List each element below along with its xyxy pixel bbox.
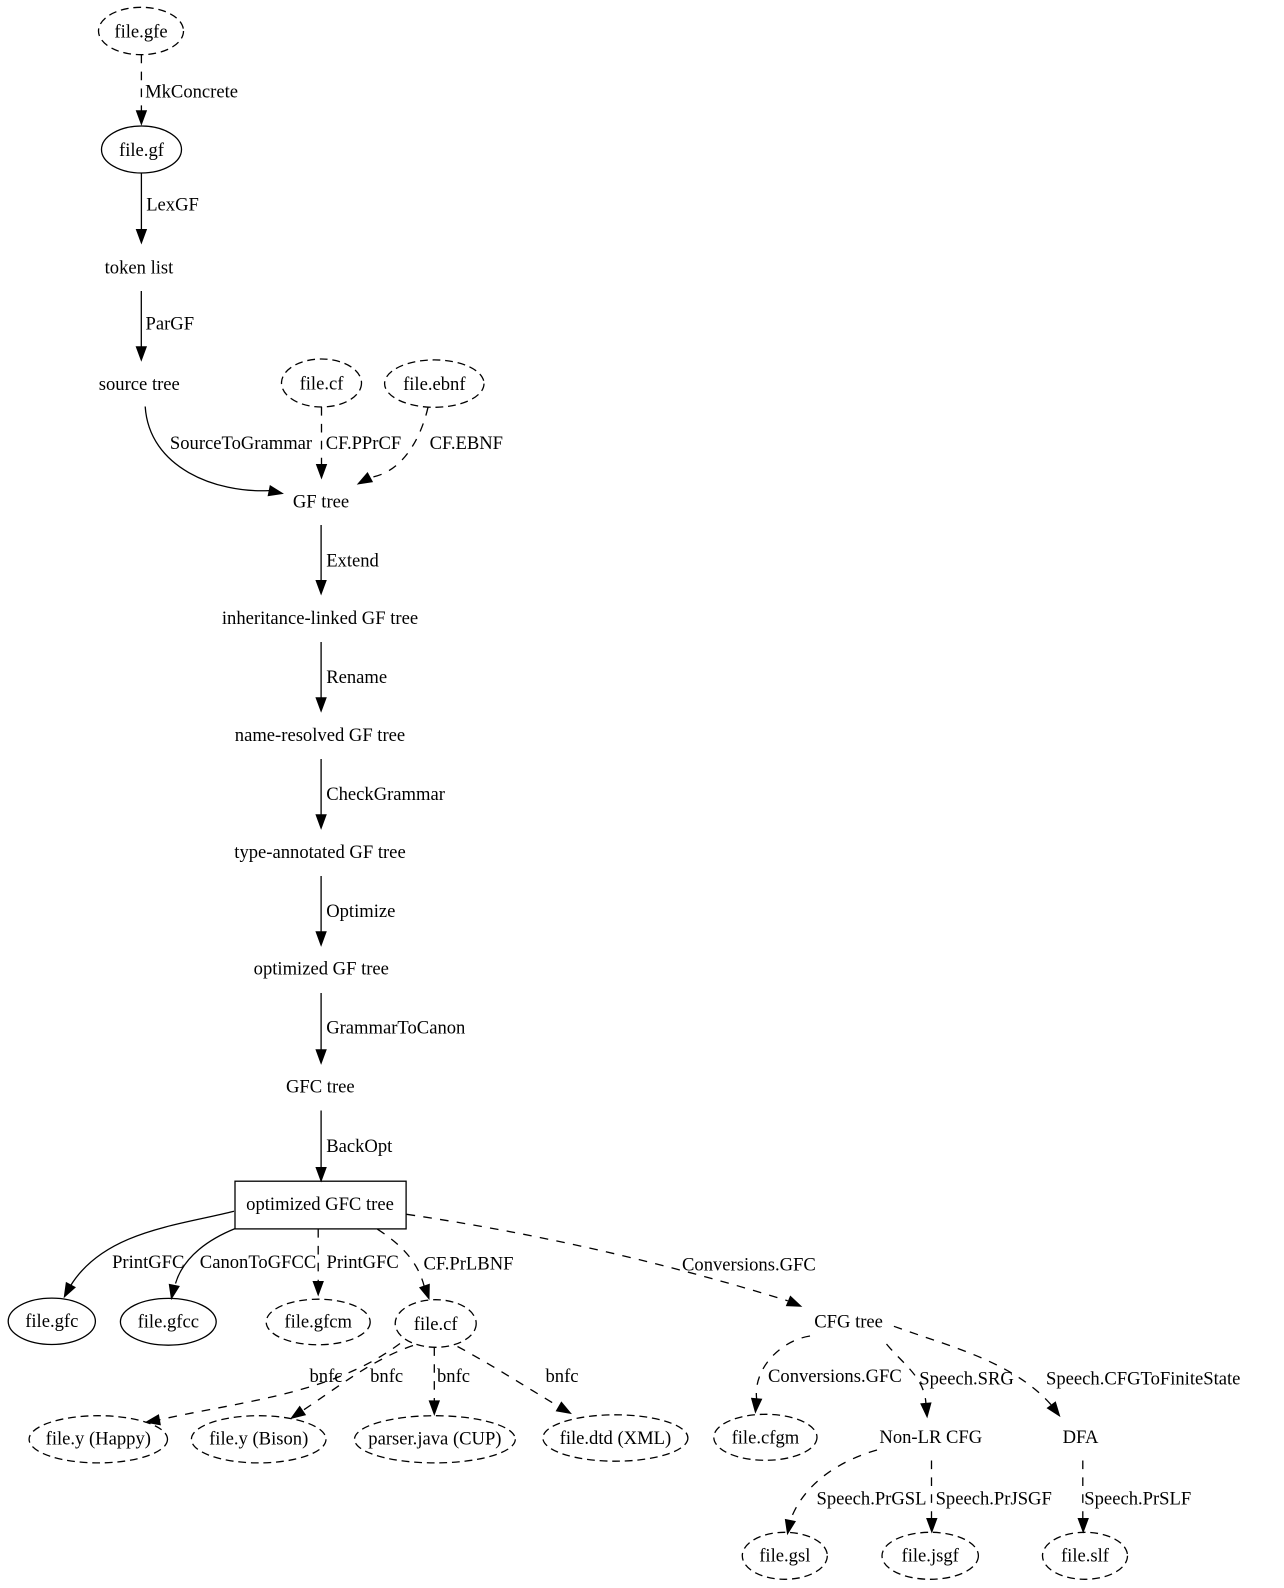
svg-text:name-resolved GF tree: name-resolved GF tree [235,725,405,746]
svg-text:Optimize: Optimize [326,901,395,922]
svg-text:Speech.CFGToFiniteState: Speech.CFGToFiniteState [1046,1369,1240,1390]
svg-text:file.cf: file.cf [414,1314,459,1335]
svg-text:GF tree: GF tree [293,491,349,512]
svg-text:file.y (Happy): file.y (Happy) [46,1429,151,1450]
svg-text:Conversions.GFC: Conversions.GFC [682,1254,816,1275]
svg-text:file.gsl: file.gsl [759,1545,810,1566]
svg-text:parser.java (CUP): parser.java (CUP) [368,1429,501,1450]
svg-text:optimized GF tree: optimized GF tree [254,959,389,980]
svg-text:Rename: Rename [326,667,387,688]
svg-text:DFA: DFA [1063,1427,1099,1448]
svg-text:file.y (Bison): file.y (Bison) [209,1429,308,1450]
svg-text:optimized GFC tree: optimized GFC tree [246,1194,394,1215]
svg-text:GFC tree: GFC tree [286,1076,355,1097]
svg-text:CF.PPrCF: CF.PPrCF [326,433,402,454]
svg-text:PrintGFC: PrintGFC [112,1252,184,1273]
svg-text:SourceToGrammar: SourceToGrammar [170,433,313,454]
svg-text:file.gfcc: file.gfcc [138,1312,199,1333]
svg-text:bnfc: bnfc [437,1366,470,1387]
svg-text:file.dtd (XML): file.dtd (XML) [560,1428,672,1449]
svg-text:bnfc: bnfc [546,1366,579,1387]
svg-text:Conversions.GFC: Conversions.GFC [768,1366,902,1387]
svg-text:inheritance-linked GF tree: inheritance-linked GF tree [222,608,418,629]
svg-text:Speech.PrSLF: Speech.PrSLF [1084,1489,1191,1510]
svg-text:file.gfe: file.gfe [114,22,167,43]
svg-text:type-annotated GF tree: type-annotated GF tree [234,842,405,863]
svg-text:file.gf: file.gf [119,140,165,161]
svg-text:file.gfcm: file.gfcm [284,1312,352,1333]
svg-text:token list: token list [105,257,175,278]
svg-text:Speech.PrJSGF: Speech.PrJSGF [936,1489,1052,1510]
svg-text:source tree: source tree [99,374,180,395]
svg-text:Non-LR CFG: Non-LR CFG [879,1427,982,1448]
svg-text:file.slf: file.slf [1061,1545,1110,1566]
svg-text:LexGF: LexGF [146,194,199,215]
svg-text:file.ebnf: file.ebnf [403,374,466,395]
svg-text:BackOpt: BackOpt [326,1136,393,1157]
svg-text:MkConcrete: MkConcrete [145,82,238,103]
svg-text:bnfc: bnfc [310,1366,343,1387]
svg-text:file.cfgm: file.cfgm [732,1428,800,1449]
svg-text:ParGF: ParGF [146,314,195,335]
svg-text:bnfc: bnfc [370,1366,403,1387]
svg-text:CF.PrLBNF: CF.PrLBNF [424,1254,514,1275]
svg-text:file.cf: file.cf [300,374,345,395]
svg-text:Extend: Extend [326,550,379,571]
svg-text:CFG tree: CFG tree [814,1311,883,1332]
svg-text:PrintGFC: PrintGFC [327,1252,399,1273]
svg-text:CheckGrammar: CheckGrammar [326,784,446,805]
svg-text:CanonToGFCC: CanonToGFCC [200,1252,316,1273]
svg-text:CF.EBNF: CF.EBNF [430,433,503,454]
svg-text:Speech.PrGSL: Speech.PrGSL [817,1489,927,1510]
svg-text:Speech.SRG: Speech.SRG [919,1369,1014,1390]
svg-text:file.gfc: file.gfc [25,1311,78,1332]
svg-text:GrammarToCanon: GrammarToCanon [326,1018,466,1039]
svg-text:file.jsgf: file.jsgf [902,1545,960,1566]
